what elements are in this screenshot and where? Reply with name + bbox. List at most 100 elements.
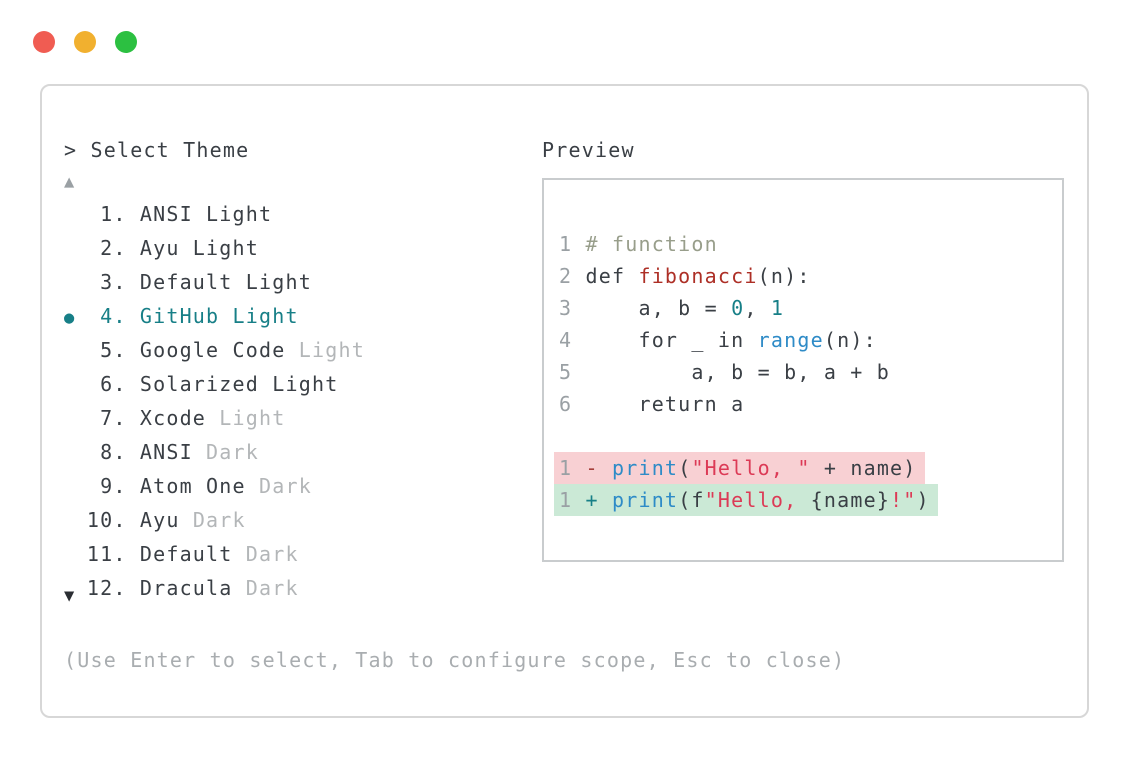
theme-list-item[interactable]: 11. Default Dark	[64, 538, 365, 572]
marker-spacer	[64, 342, 87, 362]
code-token: print	[611, 456, 679, 480]
diff-removed-line: 1 - print("Hello, " + name)	[554, 452, 938, 484]
code-line: 3 a, b = 0, 1	[559, 292, 938, 324]
item-label: GitHub Light	[139, 304, 299, 328]
code-line: 1 # function	[559, 228, 938, 260]
theme-list-item[interactable]: 12. Dracula Dark	[64, 572, 365, 606]
code-token: (f	[678, 488, 705, 512]
code-token: 1	[559, 232, 586, 256]
picker-title: > Select Theme	[64, 138, 250, 162]
code-line: 4 for _ in range(n):	[559, 324, 938, 356]
item-label-muted: Light	[285, 338, 365, 362]
item-label: Dracula	[139, 576, 233, 600]
code-token: (n):	[757, 264, 811, 288]
code-token: 4	[559, 328, 586, 352]
code-line	[559, 420, 938, 452]
item-label: Solarized Light	[139, 372, 339, 396]
item-label-muted: Dark	[179, 508, 246, 532]
marker-spacer	[64, 240, 87, 260]
code-token: "Hello, "	[691, 456, 811, 480]
minimize-button[interactable]	[74, 31, 96, 53]
code-token: +	[585, 488, 612, 512]
code-token: -	[585, 456, 612, 480]
theme-list-item[interactable]: ● 4. GitHub Light	[64, 300, 365, 334]
theme-list-item[interactable]: 3. Default Light	[64, 266, 365, 300]
theme-list-item[interactable]: 6. Solarized Light	[64, 368, 365, 402]
marker-spacer	[64, 376, 87, 396]
code-token: for _ in	[585, 328, 758, 352]
item-number: 9.	[86, 474, 140, 498]
theme-list-item[interactable]: 2. Ayu Light	[64, 232, 365, 266]
code-token: fibonacci	[638, 264, 758, 288]
code-token: a, b =	[585, 296, 732, 320]
code-token: def	[585, 264, 639, 288]
theme-picker-window: > Select Theme Preview ▲ 1. ANSI Light 2…	[40, 84, 1089, 718]
marker-spacer	[64, 274, 87, 294]
item-number: 8.	[86, 440, 140, 464]
theme-list-item[interactable]: 10. Ayu Dark	[64, 504, 365, 538]
code-token: )	[916, 488, 930, 512]
theme-list-item[interactable]: 7. Xcode Light	[64, 402, 365, 436]
item-number: 4.	[86, 304, 140, 328]
theme-list-item[interactable]: 9. Atom One Dark	[64, 470, 365, 504]
theme-list-item[interactable]: 5. Google Code Light	[64, 334, 365, 368]
code-token: return a	[585, 392, 745, 416]
code-token: 0	[731, 296, 745, 320]
code-token: 2	[559, 264, 586, 288]
code-line: 5 a, b = b, a + b	[559, 356, 938, 388]
code-token: (n):	[823, 328, 877, 352]
item-label-muted: Light	[206, 406, 286, 430]
item-label: Default	[139, 542, 233, 566]
marker-spacer	[64, 478, 87, 498]
code-token: # function	[585, 232, 718, 256]
marker-spacer	[64, 512, 87, 532]
scroll-down-indicator[interactable]: ▼	[64, 586, 76, 606]
item-label: ANSI	[139, 440, 193, 464]
item-label: Atom One	[139, 474, 246, 498]
keyboard-hint: (Use Enter to select, Tab to configure s…	[64, 648, 846, 672]
marker-spacer	[64, 410, 87, 430]
diff-line-highlight: 1 + print(f"Hello, {name}!")	[554, 484, 938, 516]
code-token: 1	[770, 296, 785, 320]
item-label-muted: Dark	[232, 542, 299, 566]
window-controls	[33, 31, 137, 53]
code-token: range	[757, 328, 824, 352]
marker-spacer	[64, 546, 87, 566]
code-token: {name}	[810, 488, 891, 512]
selected-bullet-icon: ●	[64, 308, 87, 328]
item-label: Xcode	[139, 406, 207, 430]
item-number: 7.	[86, 406, 140, 430]
theme-list-item[interactable]: 1. ANSI Light	[64, 198, 365, 232]
theme-list-item[interactable]: 8. ANSI Dark	[64, 436, 365, 470]
item-label: Default Light	[139, 270, 312, 294]
preview-title: Preview	[542, 138, 635, 162]
code-token: 5	[559, 360, 586, 384]
item-number: 12.	[86, 576, 140, 600]
item-label: Google Code	[139, 338, 286, 362]
scroll-up-indicator[interactable]: ▲	[64, 172, 76, 192]
zoom-button[interactable]	[115, 31, 137, 53]
close-button[interactable]	[33, 31, 55, 53]
diff-added-line: 1 + print(f"Hello, {name}!")	[554, 484, 938, 516]
code-token: a, b = b, a + b	[585, 360, 891, 384]
item-label-muted: Dark	[192, 440, 260, 464]
item-number: 1.	[86, 202, 140, 226]
code-token: 1	[559, 456, 586, 480]
code-line: 6 return a	[559, 388, 938, 420]
theme-list: 1. ANSI Light 2. Ayu Light 3. Default Li…	[64, 198, 365, 606]
item-label: Ayu Light	[139, 236, 260, 260]
item-number: 10.	[86, 508, 140, 532]
code-token: 3	[559, 296, 586, 320]
marker-spacer	[64, 444, 87, 464]
item-number: 11.	[86, 542, 140, 566]
item-number: 5.	[86, 338, 140, 362]
marker-spacer	[64, 206, 87, 226]
diff-line-highlight: 1 - print("Hello, " + name)	[554, 452, 925, 484]
code-token: 1	[559, 488, 586, 512]
item-label: Ayu	[139, 508, 180, 532]
item-number: 6.	[86, 372, 140, 396]
code-token: (	[678, 456, 692, 480]
